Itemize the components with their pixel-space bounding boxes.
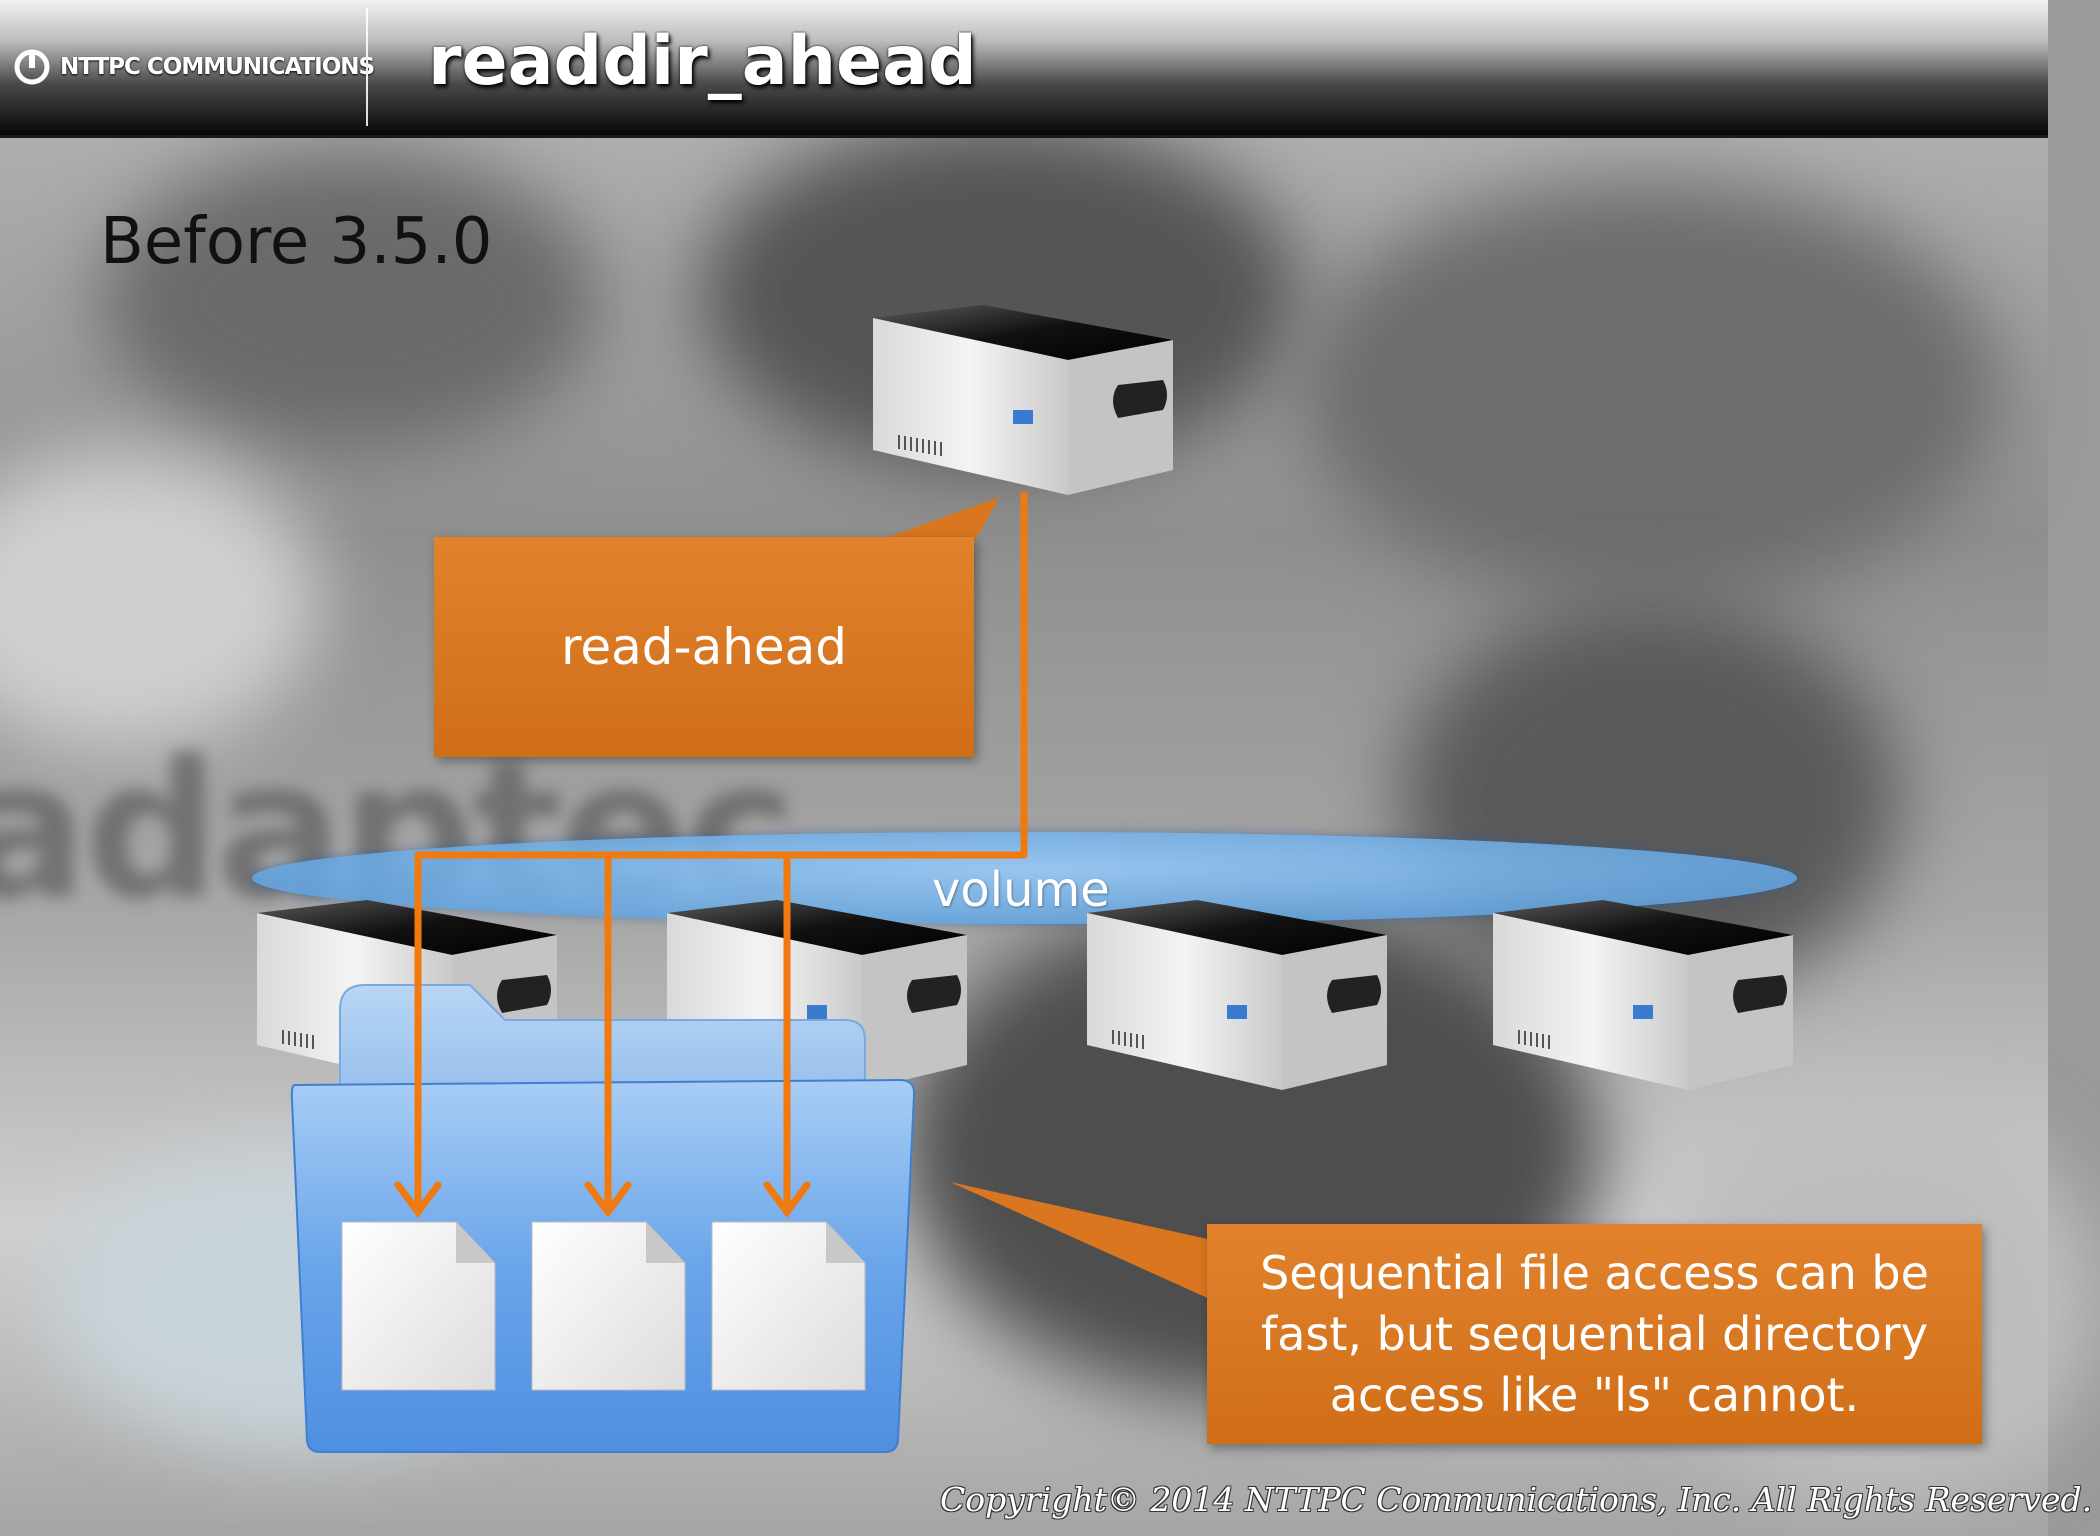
section-subtitle: Before 3.5.0 xyxy=(100,205,493,279)
header-divider xyxy=(366,8,368,126)
power-icon xyxy=(14,49,50,85)
note-callout: Sequential file access can be fast, but … xyxy=(1207,1224,1982,1444)
slide-header: NTTPC COMMUNICATIONS readdir_ahead xyxy=(0,0,2048,138)
volume-label: volume xyxy=(932,862,1110,918)
logo-text: NTTPC COMMUNICATIONS xyxy=(60,54,375,80)
copyright-footer: Copyright© 2014 NTTPC Communications, In… xyxy=(940,1480,2093,1519)
brick-server-icon xyxy=(1082,895,1392,1115)
note-text: Sequential file access can be fast, but … xyxy=(1260,1245,1929,1422)
top-server-icon xyxy=(868,300,1178,520)
readahead-label: read-ahead xyxy=(560,618,848,676)
company-logo: NTTPC COMMUNICATIONS xyxy=(14,42,375,92)
brick-server-icon xyxy=(252,895,562,1115)
slide-title: readdir_ahead xyxy=(428,22,977,101)
brick-server-icon xyxy=(662,895,972,1115)
readahead-callout: read-ahead xyxy=(434,537,974,757)
brick-server-icon xyxy=(1488,895,1798,1115)
